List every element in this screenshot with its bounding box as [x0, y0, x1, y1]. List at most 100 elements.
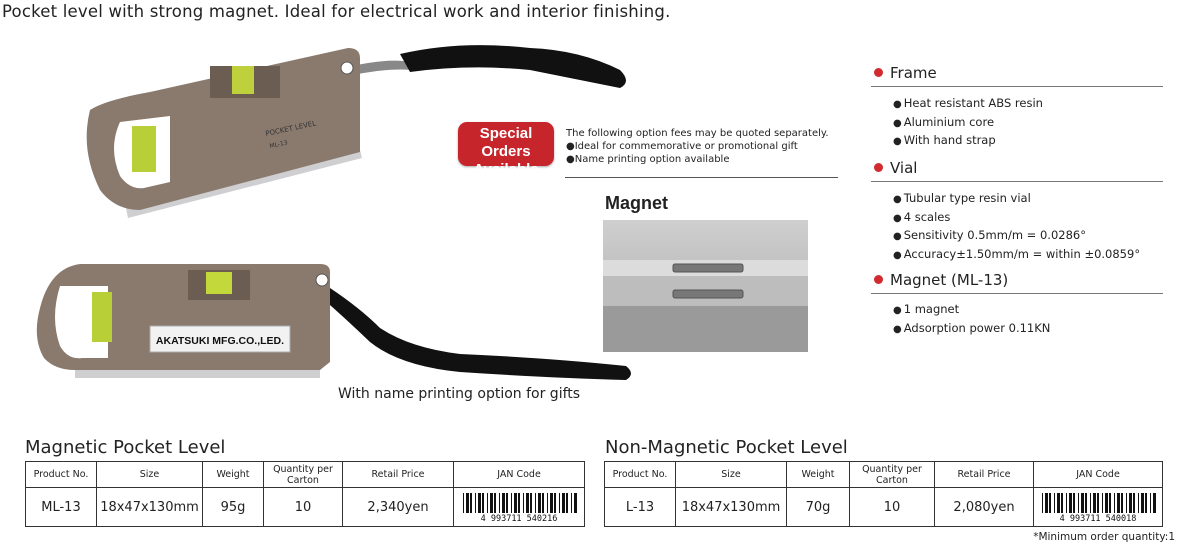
barcode-bar — [1085, 493, 1087, 513]
jan-code-text: 4 993711 540018 — [1060, 514, 1137, 522]
col-product-no: Product No. — [604, 461, 676, 488]
barcode-bar — [1090, 493, 1091, 513]
cell-weight: 95g — [202, 487, 264, 527]
col-jan: JAN Code — [453, 461, 585, 488]
barcode-bar — [574, 493, 577, 513]
badge-line-2: Available — [473, 161, 539, 178]
col-price: Retail Price — [934, 461, 1034, 488]
frame-bullet-icon — [874, 68, 883, 77]
magnet-spec-heading: Magnet (ML-13) — [874, 271, 1008, 289]
barcode-bar — [562, 493, 565, 513]
barcode-bar — [518, 493, 520, 513]
barcode-bar — [530, 493, 532, 513]
barcode-bar — [1049, 493, 1051, 513]
magnetic-table-title: Magnetic Pocket Level — [25, 437, 226, 458]
col-quantity: Quantity per Carton — [849, 461, 935, 488]
vial-item: Sensitivity 0.5mm/m = 0.0286° — [893, 227, 1140, 246]
cell-product-no: ML-13 — [25, 487, 97, 527]
barcode-bar — [1129, 493, 1132, 513]
barcode-bar — [526, 493, 529, 513]
barcode-bar — [1126, 493, 1127, 513]
barcode-bar — [1141, 493, 1144, 513]
barcode-bar — [550, 493, 553, 513]
barcode-bar — [1066, 493, 1067, 513]
special-line-1: ●Ideal for commemorative or promotional … — [566, 141, 798, 152]
barcode-bar — [1054, 493, 1055, 513]
name-plate-text: AKATSUKI MFG.CO.,LED. — [156, 335, 284, 347]
cell-size: 18x47x130mm — [96, 487, 203, 527]
special-orders-badge: Special Orders Available — [458, 122, 554, 178]
magnet-spec-title: Magnet (ML-13) — [890, 271, 1009, 289]
special-orders-rule — [565, 177, 838, 178]
barcode-bar — [542, 493, 544, 513]
level-label-2: ML-13 — [269, 139, 288, 150]
vial-item: 4 scales — [893, 209, 1140, 228]
jan-code-text: 4 993711 540216 — [481, 514, 558, 522]
special-line-2: ●Name printing option available — [566, 154, 730, 165]
col-product-no: Product No. — [25, 461, 97, 488]
barcode-bar — [1121, 493, 1123, 513]
col-price: Retail Price — [342, 461, 454, 488]
vial-rule — [871, 181, 1163, 182]
cell-product-no: L-13 — [604, 487, 676, 527]
special-line-0: The following option fees may be quoted … — [566, 128, 829, 139]
barcode-bar — [1061, 493, 1063, 513]
magnet-spec-item: 1 magnet — [893, 301, 1050, 320]
barcode-bar — [1109, 493, 1111, 513]
barcode-bar — [1081, 493, 1084, 513]
col-jan: JAN Code — [1033, 461, 1163, 488]
cell-quantity: 10 — [849, 487, 935, 527]
col-quantity: Quantity per Carton — [263, 461, 343, 488]
barcode-bar — [1078, 493, 1079, 513]
barcode-bar — [571, 493, 572, 513]
frame-rule — [871, 86, 1163, 87]
vial-list: Tubular type resin vial 4 scales Sensiti… — [893, 190, 1140, 264]
frame-item: With hand strap — [893, 132, 1043, 151]
frame-item: Aluminium core — [893, 114, 1043, 133]
cell-jan: 4 993711 540216 — [453, 487, 585, 527]
col-size: Size — [675, 461, 787, 488]
barcode-bar — [1093, 493, 1096, 513]
barcode-bar — [502, 493, 505, 513]
col-weight: Weight — [202, 461, 264, 488]
barcode-bar — [506, 493, 508, 513]
magnet-title: Magnet — [605, 193, 668, 213]
product-photo-upper: POCKET LEVEL ML-13 — [86, 45, 626, 218]
magnet-spec-rule — [871, 293, 1163, 294]
vial-item: Accuracy±1.50mm/m = within ±0.0859° — [893, 246, 1140, 265]
photo-caption: With name printing option for gifts — [338, 386, 581, 402]
cell-quantity: 10 — [263, 487, 343, 527]
vial-item: Tubular type resin vial — [893, 190, 1140, 209]
barcode-bar — [511, 493, 512, 513]
barcode-bar — [1153, 493, 1156, 513]
barcode-icon: 4 993711 540216 — [463, 493, 577, 522]
barcode-bar — [1145, 493, 1147, 513]
barcode-bar — [538, 493, 541, 513]
magnet-photo — [603, 220, 808, 352]
barcode-bar — [487, 493, 488, 513]
minimum-order-note: *Minimum order quantity:1 — [1033, 531, 1175, 543]
barcode-icon: 4 993711 540018 — [1042, 493, 1156, 522]
barcode-bar — [494, 493, 496, 513]
barcode-bar — [1138, 493, 1139, 513]
badge-line-1: Special Orders — [479, 125, 533, 160]
barcode-bar — [463, 493, 464, 513]
frame-item: Heat resistant ABS resin — [893, 95, 1043, 114]
cell-weight: 70g — [786, 487, 850, 527]
barcode-bar — [1102, 493, 1103, 513]
table-row: L-13 18x47x130mm 70g 10 2,080yen 4 99371… — [604, 487, 1163, 527]
table-header-row: Product No. Size Weight Quantity per Car… — [604, 461, 1163, 488]
barcode-bar — [475, 493, 476, 513]
non-magnetic-table-title: Non-Magnetic Pocket Level — [605, 437, 848, 458]
barcode-bar — [482, 493, 484, 513]
magnet-spec-item: Adsorption power 0.11KN — [893, 320, 1051, 339]
cell-price: 2,080yen — [934, 487, 1034, 527]
non-magnetic-table: Product No. Size Weight Quantity per Car… — [604, 461, 1163, 527]
barcode-bar — [1105, 493, 1108, 513]
barcode-bar — [478, 493, 481, 513]
barcode-bar — [490, 493, 493, 513]
cell-size: 18x47x130mm — [675, 487, 787, 527]
magnetic-table: Product No. Size Weight Quantity per Car… — [25, 461, 585, 527]
barcode-bar — [566, 493, 568, 513]
magnet-bullet-icon — [874, 275, 883, 284]
